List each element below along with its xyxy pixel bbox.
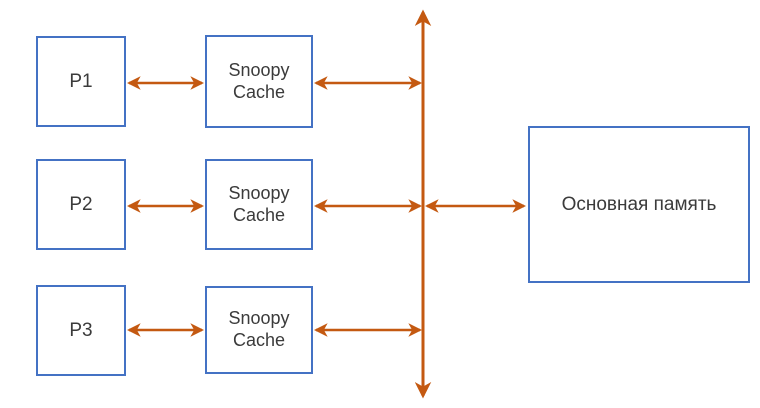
cache-label: Snoopy Cache: [228, 308, 290, 350]
snoopy-cache-box-3: Snoopy Cache: [205, 286, 313, 374]
processor-box-p1: P1: [36, 36, 126, 127]
processor-label: P3: [69, 319, 93, 341]
processor-label: P1: [69, 70, 93, 92]
main-memory-box: Основная память: [528, 126, 750, 283]
cache-label: Snoopy Cache: [228, 59, 290, 102]
snoopy-cache-box-2: Snoopy Cache: [205, 159, 313, 250]
processor-box-p3: P3: [36, 285, 126, 376]
main-memory-label: Основная память: [561, 193, 717, 215]
cache-label: Snoopy Cache: [228, 182, 290, 225]
processor-label: P2: [69, 193, 93, 215]
snoopy-cache-box-1: Snoopy Cache: [205, 35, 313, 128]
processor-box-p2: P2: [36, 159, 126, 250]
